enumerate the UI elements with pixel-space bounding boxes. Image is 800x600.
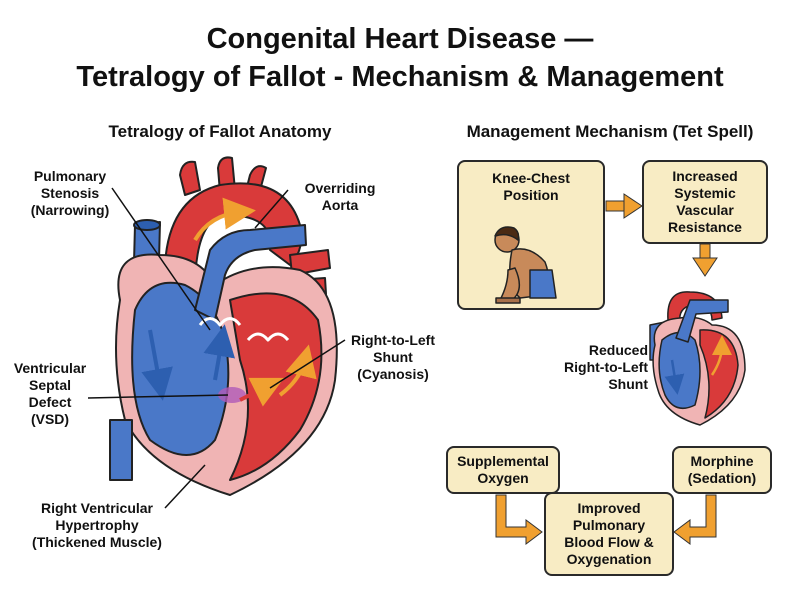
anatomy-leader-lines <box>87 187 346 509</box>
outcome-box: Improved Pulmonary Blood Flow & Oxygenat… <box>544 492 674 576</box>
knee-chest-box: Knee-Chest Position <box>457 160 605 310</box>
inferior-vena-cava <box>109 419 133 481</box>
label-overriding-aorta: Overriding Aorta <box>304 180 376 213</box>
label-rvh: Right Ventricular Hypertrophy (Thickened… <box>32 500 162 550</box>
morphine-box: Morphine (Sedation) <box>672 446 772 494</box>
oxygen-label: Supplemental Oxygen <box>457 453 549 486</box>
heart-diagram <box>109 156 338 496</box>
knee-chest-label: Knee-Chest Position <box>492 170 570 203</box>
small-heart-arrows <box>664 335 732 395</box>
page-title-line-1: Congenital Heart Disease — <box>206 23 594 55</box>
arrow-oxygen <box>495 494 543 545</box>
heart-flow-arrows <box>141 197 317 407</box>
arrow-down-1 <box>692 243 718 277</box>
small-heart <box>649 291 746 426</box>
outcome-label: Improved Pulmonary Blood Flow & Oxygenat… <box>564 500 654 567</box>
label-pulmonary-stenosis: Pulmonary Stenosis (Narrowing) <box>30 168 110 218</box>
oxygen-box: Supplemental Oxygen <box>446 446 560 494</box>
page-title-line-2: Tetralogy of Fallot - Mechanism & Manage… <box>76 61 724 93</box>
aorta-branch-1 <box>179 160 201 196</box>
svr-box: Increased Systemic Vascular Resistance <box>642 160 768 244</box>
arrow-right-1 <box>605 193 643 219</box>
arrow-morphine <box>673 494 717 545</box>
svr-label: Increased Systemic Vascular Resistance <box>668 168 742 235</box>
pulmonary-artery <box>194 224 307 321</box>
morphine-label: Morphine (Sedation) <box>687 453 757 486</box>
anatomy-heading: Tetralogy of Fallot Anatomy <box>108 122 332 141</box>
vsd-opening <box>218 387 246 403</box>
aortic-valve <box>246 332 290 342</box>
label-reduced-shunt: Reduced Right-to-Left Shunt <box>564 342 648 392</box>
label-right-to-left-shunt: Right-to-Left Shunt (Cyanosis) <box>351 332 435 382</box>
label-vsd: Ventricular Septal Defect (VSD) <box>13 360 87 427</box>
management-heading: Management Mechanism (Tet Spell) <box>466 122 754 141</box>
